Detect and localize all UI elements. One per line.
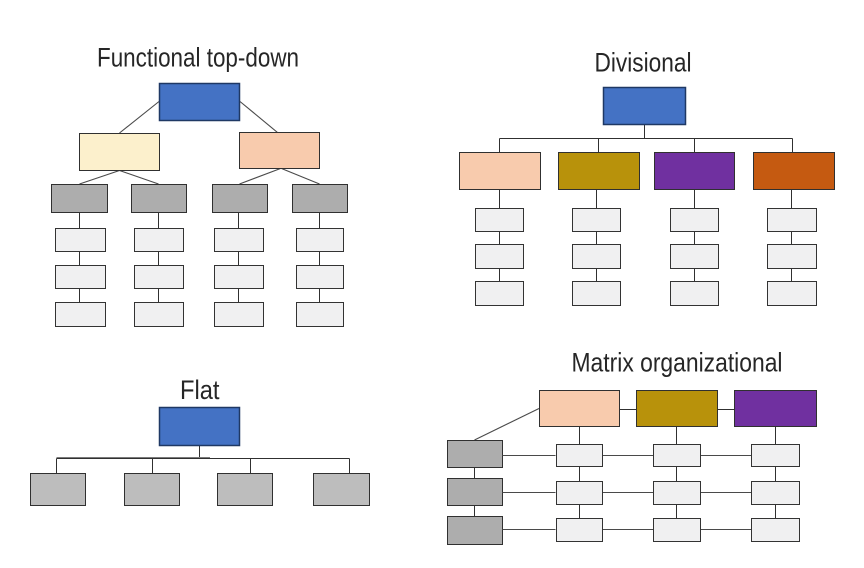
svg-text:Matrix organizational: Matrix organizational (572, 347, 783, 377)
svg-text:Functional top-down: Functional top-down (97, 43, 299, 73)
svg-text:Divisional: Divisional (595, 48, 692, 78)
svg-text:Flat: Flat (180, 375, 220, 405)
